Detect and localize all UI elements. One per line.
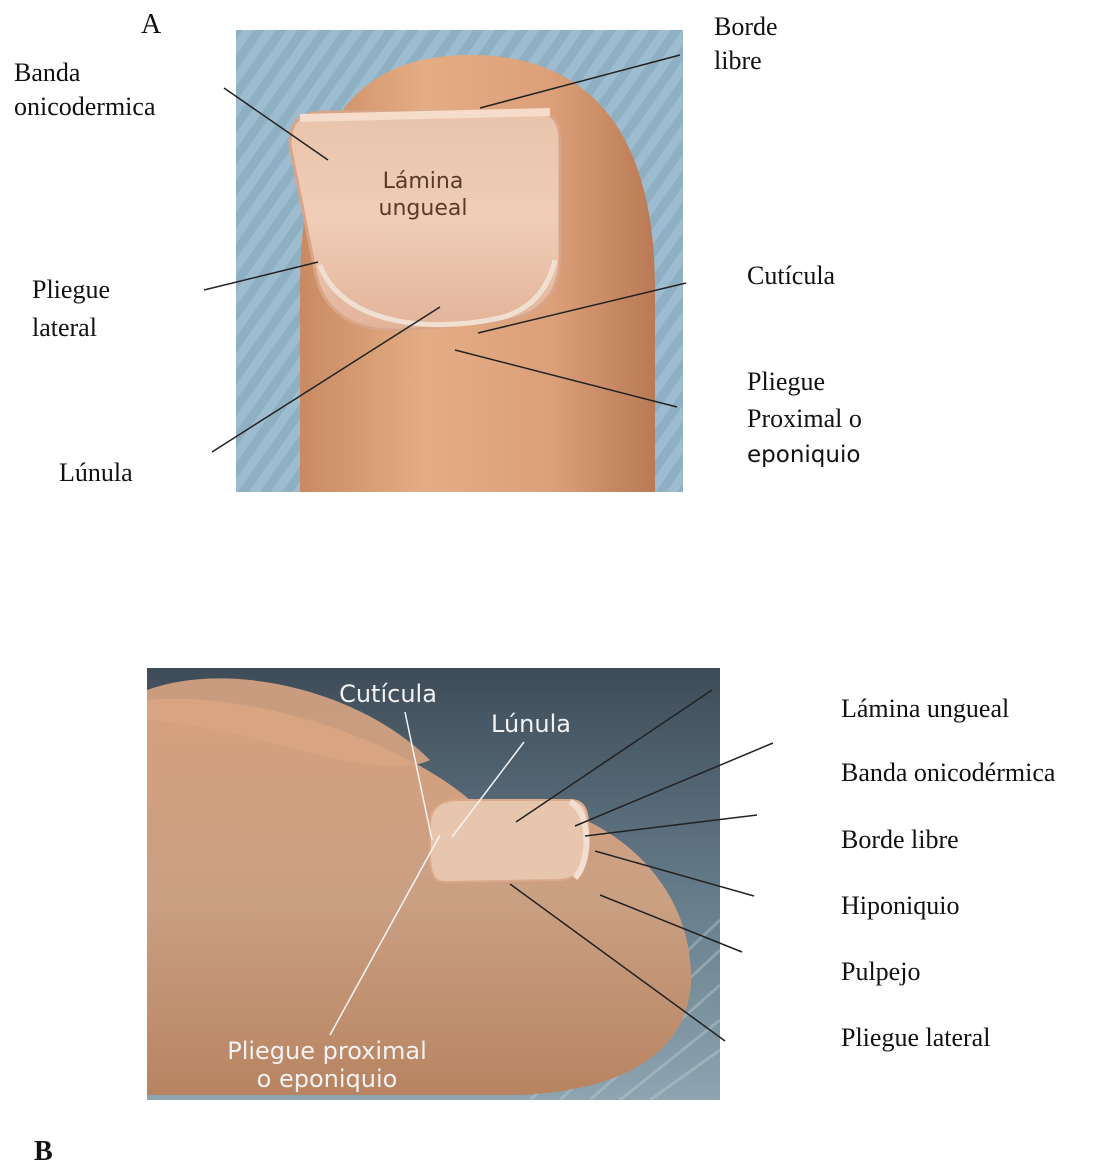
panel-a-letter: A bbox=[141, 9, 161, 41]
photo-label-pliegue-1: Pliegue proximal bbox=[227, 1037, 427, 1065]
photo-a bbox=[236, 30, 683, 492]
photo-label-lunula: Lúnula bbox=[491, 710, 571, 738]
label-pliegue-lateral-a: Pliegue lateral bbox=[32, 271, 110, 347]
label-pliegue-prox-line1: Pliegue bbox=[747, 363, 862, 400]
label-pliegue-lateral-b: Pliegue lateral bbox=[841, 1021, 990, 1055]
label-lamina-ungueal-b: Lámina ungueal bbox=[841, 692, 1009, 726]
photo-label-pliegue-2: o eponiquio bbox=[257, 1065, 398, 1093]
label-cuticula-a: Cutícula bbox=[747, 259, 835, 293]
label-banda-line1: Banda bbox=[14, 56, 156, 90]
label-borde-line2: libre bbox=[714, 44, 778, 78]
label-pulpejo-b: Pulpejo bbox=[841, 955, 920, 989]
nail-plate-label-line2: ungueal bbox=[373, 195, 473, 222]
label-borde-libre-b: Borde libre bbox=[841, 823, 959, 857]
label-pliegue-lat-line2: lateral bbox=[32, 309, 110, 347]
label-pliegue-prox-line2: Proximal o bbox=[747, 400, 862, 437]
label-pliegue-lat-line1: Pliegue bbox=[32, 271, 110, 309]
label-banda-onicodermica-b: Banda onicodérmica bbox=[841, 756, 1055, 790]
label-borde-line1: Borde bbox=[714, 10, 778, 44]
nail-plate-label-line1: Lámina bbox=[373, 168, 473, 195]
nail-plate-label: Lámina ungueal bbox=[373, 168, 473, 222]
label-borde-libre-a: Borde libre bbox=[714, 10, 778, 78]
label-banda-line2: onicodermica bbox=[14, 90, 156, 124]
label-pliegue-prox-line3: eponiquio bbox=[747, 437, 862, 474]
label-pliegue-proximal-a: Pliegue Proximal o eponiquio bbox=[747, 363, 862, 474]
panel-b-letter: B bbox=[34, 1136, 53, 1168]
label-banda-onicodermica: Banda onicodermica bbox=[14, 56, 156, 124]
photo-label-cuticula: Cutícula bbox=[339, 680, 437, 708]
photo-b: Cutícula Lúnula Pliegue proximal o eponi… bbox=[147, 668, 720, 1100]
label-lunula-a: Lúnula bbox=[59, 456, 133, 490]
label-hiponiquio-b: Hiponiquio bbox=[841, 889, 959, 923]
